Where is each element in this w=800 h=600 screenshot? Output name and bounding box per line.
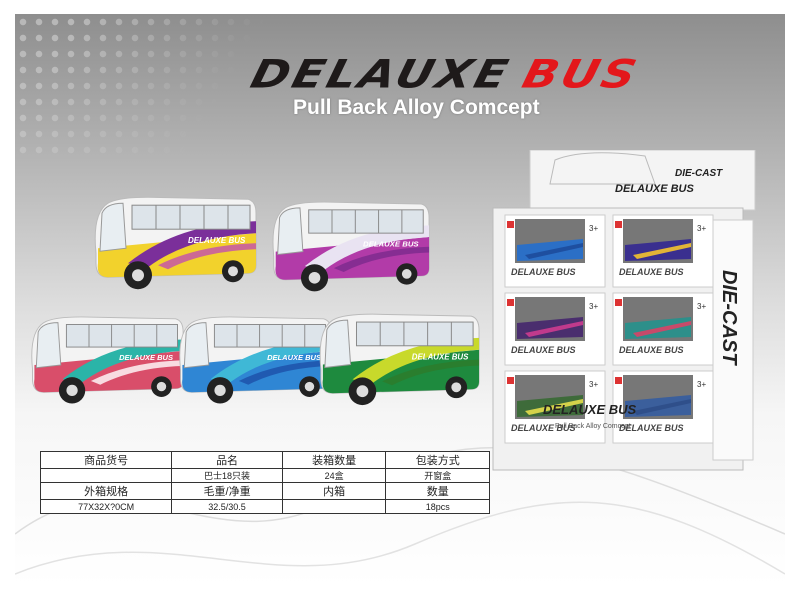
toy-bus: DELAUXE BUS <box>25 313 185 417</box>
table-cell: 商品货号 <box>39 451 173 469</box>
table-cell: 32.5/30.5 <box>171 499 283 514</box>
toy-bus: DELAUXE BUS <box>173 313 333 417</box>
toy-bus: DELAUXE BUS <box>313 310 481 419</box>
svg-text:3+: 3+ <box>697 302 706 311</box>
table-cell: 毛重/净重 <box>171 482 283 500</box>
box-front-logo: DELAUXE BUS <box>543 402 637 417</box>
box-die-cast: DIE-CAST <box>675 168 723 179</box>
table-cell <box>39 468 173 483</box>
table-row: 外箱规格毛重/净重内箱数量 <box>39 482 490 500</box>
display-box: DELAUXE BUS DIE-CAST DIE-CAST 3+ DELAUXE… <box>492 150 756 471</box>
svg-text:DELAUXE BUS: DELAUXE BUS <box>267 353 321 362</box>
toy-bus: DELAUXE BUS <box>266 198 431 305</box>
box-side-text: DIE-CAST <box>718 270 740 366</box>
box-slot: 3+ DELAUXE BUS <box>612 214 714 288</box>
svg-text:DELAUXE BUS: DELAUXE BUS <box>119 353 173 362</box>
table-cell: 77X32X?0CM <box>39 499 173 514</box>
toy-bus: DELAUXE BUS <box>88 193 258 303</box>
table-cell: 品名 <box>171 451 283 469</box>
title-dark: DELAUXE <box>246 51 516 97</box>
svg-text:DELAUXE BUS: DELAUXE BUS <box>511 267 576 277</box>
table-cell: 内箱 <box>281 482 387 500</box>
svg-text:3+: 3+ <box>697 380 706 389</box>
table-cell <box>281 499 387 514</box>
box-slot: 3+ DELAUXE BUS <box>612 292 714 366</box>
table-cell: 开窗盒 <box>385 468 490 483</box>
table-row: 商品货号品名装箱数量包装方式 <box>39 451 490 469</box>
svg-text:3+: 3+ <box>589 380 598 389</box>
box-header-logo: DELAUXE BUS <box>615 183 695 195</box>
table-cell: 包装方式 <box>385 451 490 469</box>
svg-text:3+: 3+ <box>589 224 598 233</box>
product-subtitle: Pull Back Alloy Comcept <box>293 96 540 119</box>
svg-text:3+: 3+ <box>589 302 598 311</box>
svg-text:DELAUXE BUS: DELAUXE BUS <box>511 345 576 355</box>
box-front-tagline: Pull Back Alloy Comcept <box>555 423 631 430</box>
svg-text:DELAUXE BUS: DELAUXE BUS <box>619 345 684 355</box>
title-red: BUS <box>517 51 644 97</box>
table-cell: 18pcs <box>385 499 490 514</box>
box-slot: 3+ DELAUXE BUS <box>504 370 606 444</box>
svg-text:DELAUXE BUS: DELAUXE BUS <box>619 267 684 277</box>
table-cell: 巴士18只装 <box>171 468 283 483</box>
svg-text:DELAUXE BUS: DELAUXE BUS <box>412 353 469 362</box>
svg-text:3+: 3+ <box>697 224 706 233</box>
table-cell: 24盒 <box>281 468 387 483</box>
box-slot: 3+ DELAUXE BUS <box>504 214 606 288</box>
box-slot: 3+ DELAUXE BUS <box>612 370 714 444</box>
product-title: DELAUXEBUS <box>246 51 644 97</box>
svg-text:DELAUXE BUS: DELAUXE BUS <box>188 236 246 245</box>
box-slot: 3+ DELAUXE BUS <box>504 292 606 366</box>
table-cell: 外箱规格 <box>39 482 173 500</box>
table-cell: 装箱数量 <box>281 451 387 469</box>
svg-text:DELAUXE BUS: DELAUXE BUS <box>619 423 684 433</box>
svg-text:DELAUXE BUS: DELAUXE BUS <box>511 423 576 433</box>
dot-pattern <box>15 14 275 154</box>
svg-text:DELAUXE BUS: DELAUXE BUS <box>363 240 419 249</box>
table-cell: 数量 <box>385 482 490 500</box>
